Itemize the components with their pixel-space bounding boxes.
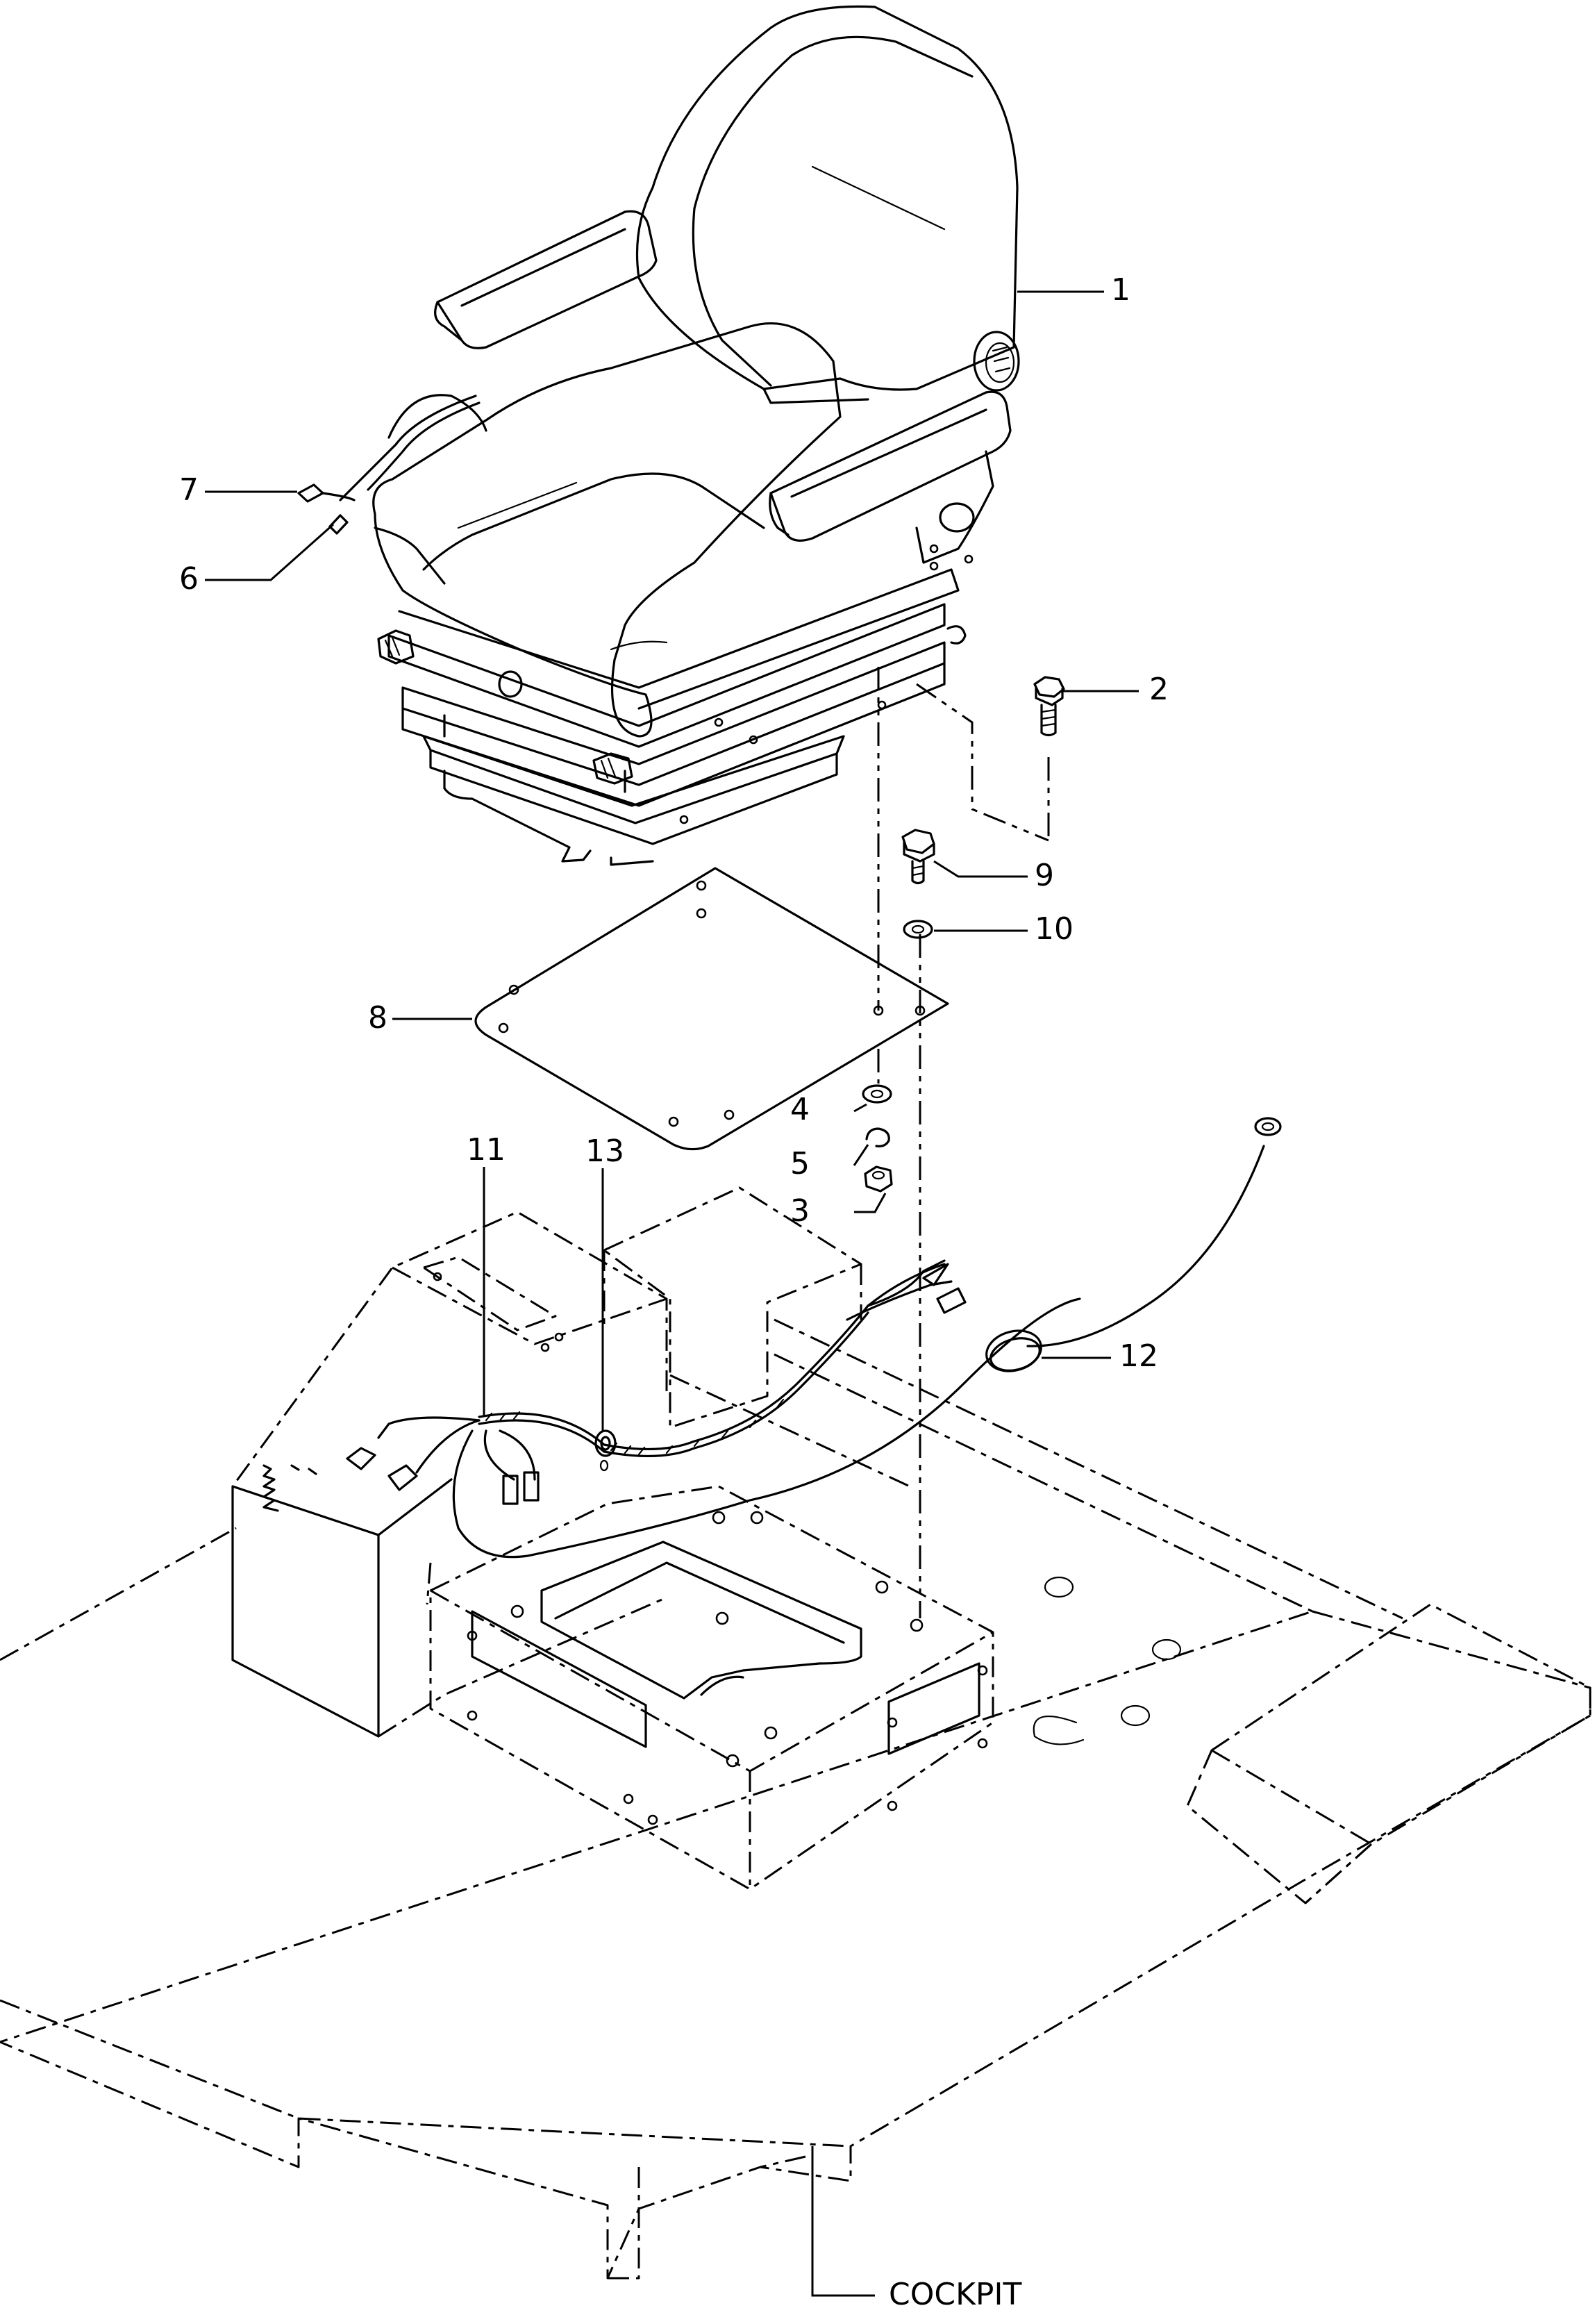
seat-assembly	[297, 5, 1020, 866]
floor-holes	[1033, 1576, 1182, 1745]
clamp-12	[985, 1117, 1282, 1372]
pedal-block	[1186, 1603, 1592, 1904]
callout-10: 10	[1035, 911, 1074, 947]
wiring-harness	[346, 1259, 1081, 1559]
riser-holes	[467, 1511, 988, 1825]
assembly-centerlines	[877, 667, 1050, 1618]
seat-riser	[429, 1485, 994, 1891]
washer-10	[903, 920, 933, 939]
callout-8: 8	[368, 1000, 387, 1036]
callout-6: 6	[179, 561, 199, 597]
grommet-13	[594, 1429, 617, 1472]
washer-4	[862, 1084, 892, 1104]
callout-9: 9	[1035, 858, 1054, 893]
mounting-plate	[474, 867, 949, 1151]
left-console	[231, 1211, 668, 1738]
center-box	[603, 1186, 862, 1429]
bolt-9	[901, 829, 935, 885]
lock-washer-5	[865, 1127, 890, 1147]
callout-13: 13	[585, 1134, 624, 1169]
callout-3: 3	[790, 1193, 810, 1229]
callout-11: 11	[467, 1132, 506, 1168]
callout-leaders	[205, 290, 1139, 2297]
floor-rails	[669, 1318, 1403, 1620]
callout-7: 7	[179, 472, 199, 508]
nut-3	[864, 1165, 893, 1193]
callout-labels: 1 2 3 4 5 6 7 8 9 10 11 12 13 COCKPIT	[179, 272, 1169, 2312]
callout-12: 12	[1119, 1338, 1158, 1374]
callout-2: 2	[1149, 672, 1169, 707]
harness-connectors	[346, 1263, 967, 1505]
callout-4: 4	[790, 1092, 810, 1127]
cockpit-floor	[0, 1527, 1592, 2280]
cockpit-label: COCKPIT	[889, 2277, 1021, 2312]
callout-1: 1	[1111, 272, 1130, 308]
bolt-2	[1033, 676, 1065, 737]
callout-5: 5	[790, 1146, 810, 1181]
